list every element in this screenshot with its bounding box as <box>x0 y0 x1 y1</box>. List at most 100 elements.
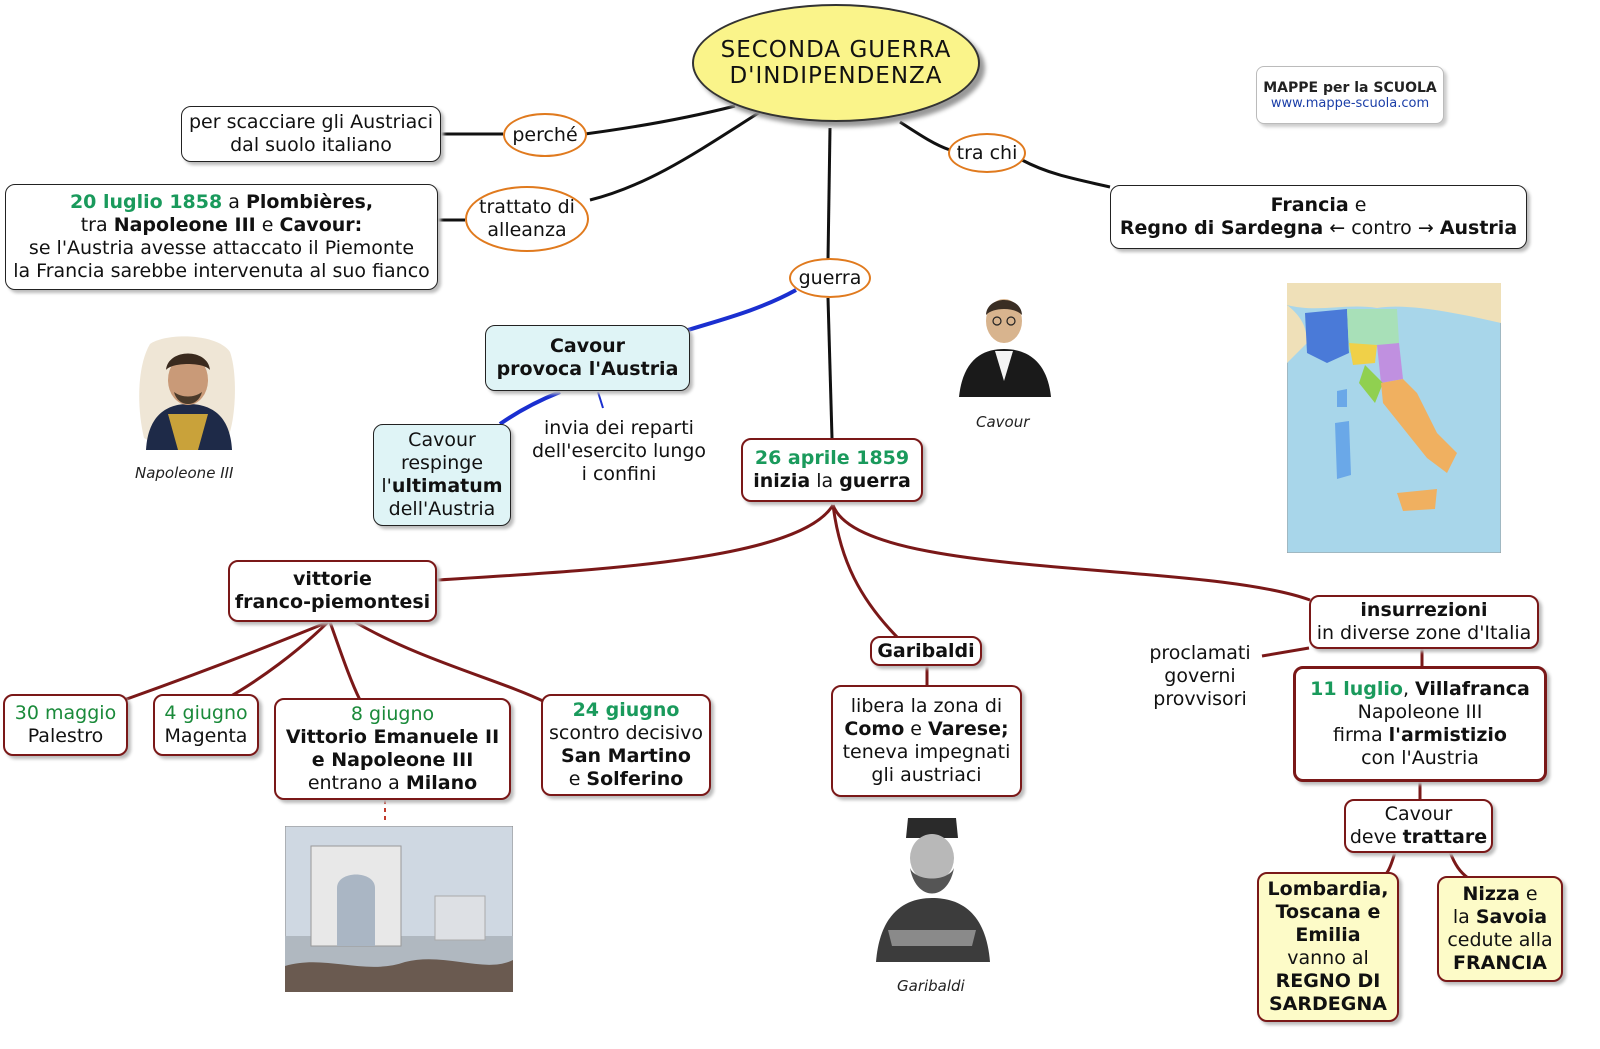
villafranca-line-2: Napoleone III <box>1357 701 1483 723</box>
node-scopo: per scacciare gli Austriaci dal suolo it… <box>181 106 441 162</box>
regno-line-4: vanno al <box>1287 947 1369 969</box>
garibaldi-caption: Garibaldi <box>897 977 965 995</box>
trattato-line-3: se l'Austria avesse attaccato il Piemont… <box>28 237 415 259</box>
solferino-place-1: San Martino <box>561 745 691 767</box>
alleati-austria: Austria <box>1439 217 1518 239</box>
node-governi: proclamati governi provvisori <box>1138 642 1262 711</box>
respinge-line-2: respinge <box>400 452 484 474</box>
napoleone-portrait-image <box>139 336 235 450</box>
cessioni-line-3: cedute alla <box>1447 929 1553 951</box>
governi-line-2: governi <box>1164 665 1236 687</box>
magenta-place: Magenta <box>164 725 248 747</box>
napoleone-caption: Napoleone III <box>135 464 234 482</box>
regno-line-6: SARDEGNA <box>1269 993 1387 1015</box>
garibaldi-portrait-image <box>876 818 990 962</box>
governi-line-1: proclamati <box>1149 642 1251 664</box>
alleati-e: e <box>1348 194 1367 216</box>
inizio-inizia: inizia <box>753 470 811 492</box>
garibaldi-line-1: libera la zona di <box>850 695 1003 717</box>
node-solferino: 24 giugno scontro decisivo San Martino e… <box>541 694 711 796</box>
node-garibaldi-azione: libera la zona di Como e Varese; teneva … <box>831 685 1022 797</box>
villafranca-place: Villafranca <box>1415 678 1530 700</box>
milano-date: 8 giugno <box>350 703 435 725</box>
insurrezioni-line-2: in diverse zone d'Italia <box>1316 622 1532 644</box>
milano-city: Milano <box>405 772 478 794</box>
node-cessioni-francia: Nizza e la Savoia cedute alla FRANCIA <box>1437 876 1563 982</box>
scopo-line-1: per scacciare gli Austriaci <box>188 111 434 133</box>
villafranca-firma: firma <box>1332 724 1389 746</box>
cessioni-line-4: FRANCIA <box>1453 952 1547 974</box>
vittorie-line-2: franco-piemontesi <box>234 591 431 613</box>
respinge-line-1: Cavour <box>408 429 476 451</box>
garibaldi-label: Garibaldi <box>877 639 975 662</box>
alleati-francia: Francia <box>1270 194 1349 216</box>
respinge-pre: l' <box>381 475 392 497</box>
regno-line-5: REGNO DI <box>1275 970 1381 992</box>
node-respinge: Cavour respinge l'ultimatum dell'Austria <box>373 424 511 526</box>
solferino-date: 24 giugno <box>572 699 680 721</box>
governi-line-3: provvisori <box>1153 688 1247 710</box>
provoca-line-2: provoca l'Austria <box>496 358 679 380</box>
trattare-deve: deve <box>1349 826 1403 848</box>
inizio-la: la <box>810 470 840 492</box>
solferino-e: e <box>568 768 587 790</box>
cessioni-la: la <box>1452 906 1476 928</box>
trattare-verb: trattare <box>1402 826 1488 848</box>
solferino-place-2: Solferino <box>586 768 684 790</box>
title-line-1: SECONDA GUERRA <box>720 37 952 63</box>
reparti-line-3: i confini <box>581 463 657 485</box>
central-topic: SECONDA GUERRA D'INDIPENDENZA <box>692 4 980 122</box>
trattato-napoleone: Napoleone III <box>113 214 256 236</box>
cavour-caption: Cavour <box>976 413 1030 431</box>
node-trattato: 20 luglio 1858 a Plombières, tra Napoleo… <box>5 184 438 290</box>
palestro-place: Palestro <box>27 725 104 747</box>
vittorie-line-1: vittorie <box>293 568 372 590</box>
garibaldi-e: e <box>904 718 929 740</box>
trattato-date: 20 luglio 1858 <box>69 191 223 213</box>
trattato-cavour: Cavour: <box>279 214 363 236</box>
node-alleati: Francia e Regno di Sardegna ← contro → A… <box>1110 185 1527 249</box>
villafranca-date: 11 luglio <box>1310 678 1403 700</box>
garibaldi-line-4: gli austriaci <box>871 764 982 786</box>
villafranca-armistizio: l'armistizio <box>1388 724 1507 746</box>
inizio-guerra: guerra <box>839 470 911 492</box>
regno-line-2: Toscana e <box>1275 901 1381 923</box>
node-battaglia-magenta: 4 giugno Magenta <box>153 694 259 756</box>
node-inizio-guerra: 26 aprile 1859 inizia la guerra <box>741 438 923 502</box>
garibaldi-como: Como <box>844 718 905 740</box>
alleati-contro: ← contro → <box>1323 217 1440 239</box>
logo-title: MAPPE per la SCUOLA <box>1263 79 1437 96</box>
trattato-line-4: la Francia sarebbe intervenuta al suo fi… <box>13 260 430 282</box>
cavour-portrait-image <box>959 299 1051 397</box>
reparti-line-2: dell'esercito lungo <box>531 440 707 462</box>
respinge-ultimatum: ultimatum <box>391 475 503 497</box>
milano-entrano: entrano a <box>307 772 406 794</box>
node-insurrezioni: insurrezioni in diverse zone d'Italia <box>1309 595 1539 649</box>
insurrezioni-line-1: insurrezioni <box>1360 599 1488 621</box>
villafranca-comma: , <box>1402 678 1416 700</box>
villafranca-line-4: con l'Austria <box>1361 747 1479 769</box>
link-perche-label: perché <box>512 123 578 146</box>
garibaldi-line-3: teneva impegnati <box>842 741 1011 763</box>
node-villafranca: 11 luglio, Villafranca Napoleone III fir… <box>1293 666 1547 782</box>
provoca-line-1: Cavour <box>549 335 626 357</box>
scopo-line-2: dal suolo italiano <box>230 134 392 156</box>
alleati-regno: Regno di Sardegna <box>1119 217 1324 239</box>
node-provoca: Cavour provoca l'Austria <box>485 325 690 391</box>
regno-line-3: Emilia <box>1295 924 1361 946</box>
cessioni-nizza: Nizza <box>1462 883 1520 905</box>
palestro-date: 30 maggio <box>14 702 117 724</box>
link-perche: perché <box>503 113 587 157</box>
trattare-line-1: Cavour <box>1384 803 1453 825</box>
milano-entry-image <box>285 826 513 992</box>
respinge-line-4: dell'Austria <box>388 498 496 520</box>
trattato-tra: tra <box>80 214 114 236</box>
link-guerra-label: guerra <box>798 266 862 289</box>
node-garibaldi: Garibaldi <box>870 636 982 666</box>
link-guerra: guerra <box>789 258 871 298</box>
title-line-2: D'INDIPENDENZA <box>729 63 943 89</box>
site-logo: MAPPE per la SCUOLA www.mappe-scuola.com <box>1256 66 1444 124</box>
link-tra-chi-label: tra chi <box>956 141 1018 164</box>
regno-line-1: Lombardia, <box>1267 878 1389 900</box>
magenta-date: 4 giugno <box>164 702 248 724</box>
